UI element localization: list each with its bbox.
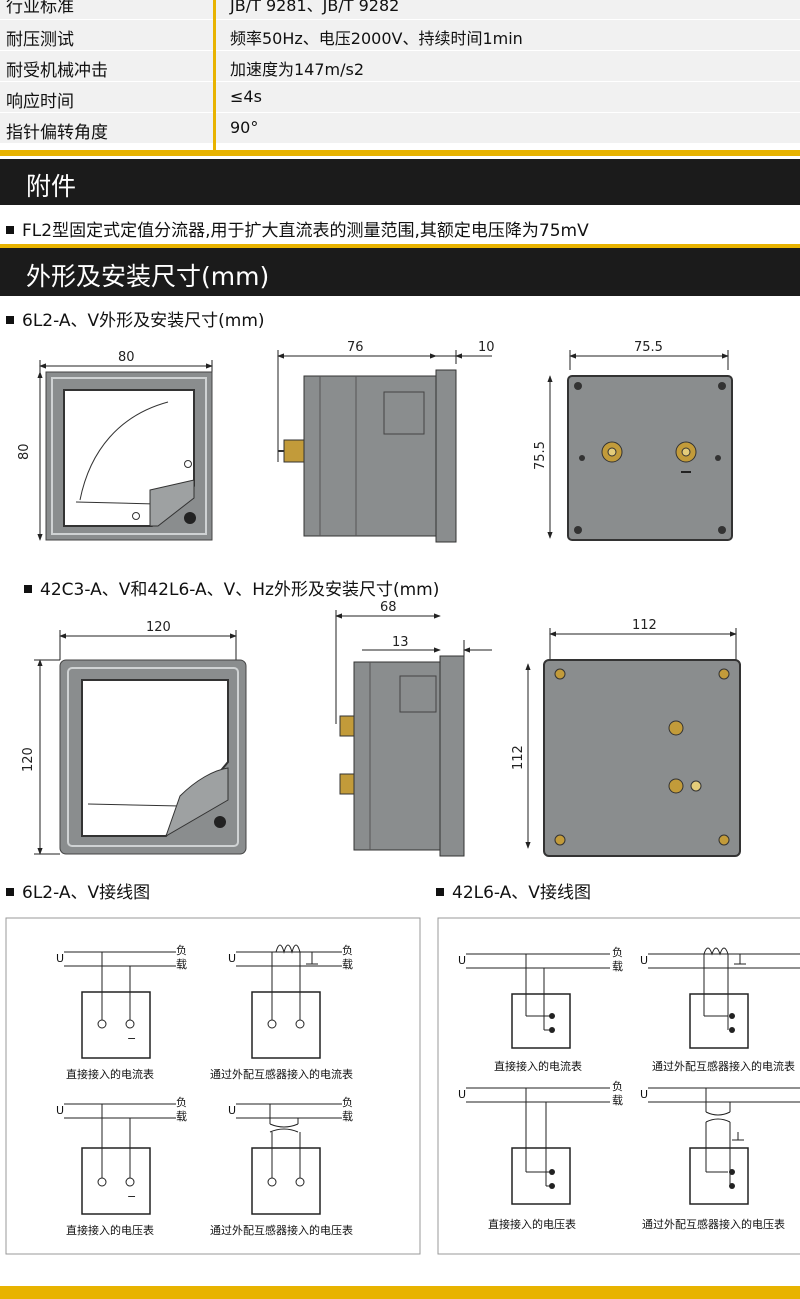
u-label: U (228, 1104, 236, 1117)
u-label: U (640, 1088, 648, 1101)
u-label: U (458, 954, 466, 967)
back-view-large: 112 112 (511, 618, 741, 857)
dim-side-depth: 68 (380, 600, 397, 615)
dimensions-header: 外形及安装尺寸(mm) (0, 248, 800, 296)
front-view-small: 80 80 (17, 350, 213, 541)
section-title: 外形及安装尺寸(mm) (26, 262, 270, 291)
dim-back-w: 75.5 (634, 340, 663, 355)
caption: 直接接入的电流表 (66, 1067, 154, 1081)
spec-value: 90° (230, 118, 259, 137)
spec-value: JB/T 9281、JB/T 9282 (230, 0, 400, 15)
caption: 直接接入的电压表 (488, 1217, 576, 1231)
spec-row: 耐受机械冲击 加速度为147m/s2 (0, 51, 800, 82)
caption: 通过外配互感器接入的电压表 (642, 1217, 785, 1231)
spec-divider (213, 0, 216, 150)
spec-row: 耐压测试 频率50Hz、电压2000V、持续时间1min (0, 20, 800, 51)
spec-value: 加速度为147m/s2 (230, 60, 365, 79)
caption: 直接接入的电压表 (66, 1223, 154, 1237)
u-label: U (228, 952, 236, 965)
wiring-direct-voltage-6l2: U 负 载 − 直接接入的电压表 (56, 1095, 187, 1237)
caption: 通过外配互感器接入的电流表 (652, 1059, 795, 1073)
load-label: 负 (612, 1079, 623, 1093)
group2-label: 42C3-A、V和42L6-A、V、Hz外形及安装尺寸(mm) (24, 575, 439, 600)
wiring-ext-current-42l6: U 通过外配互感器接入的电流表 (640, 947, 800, 1073)
u-label: U (458, 1088, 466, 1101)
load-label: 负 (176, 943, 187, 957)
u-label: U (640, 954, 648, 967)
spec-value: ≤4s (230, 87, 262, 106)
u-label: U (56, 952, 64, 965)
dim-back-h: 112 (511, 745, 526, 770)
accessory-header: 附件 (0, 159, 800, 205)
spec-key: 响应时间 (6, 92, 74, 112)
spec-key: 行业标准 (6, 0, 74, 17)
load-label: 载 (176, 1110, 187, 1123)
gold-rule (0, 244, 800, 248)
load-label: 载 (612, 960, 623, 973)
spec-value: 频率50Hz、电压2000V、持续时间1min (230, 29, 523, 48)
wiring-right-label: 42L6-A、V接线图 (436, 878, 591, 903)
wiring-ext-voltage-6l2: U 负 载 通过外配互感器接入的电压表 (210, 1095, 353, 1237)
back-view-small: 75.5 75.5 (533, 340, 733, 541)
wiring-direct-current-6l2: U 负 载 − 直接接入的电流表 (56, 943, 187, 1081)
wiring-panel-left (5, 917, 421, 1255)
caption: 通过外配互感器接入的电流表 (210, 1067, 353, 1081)
dimension-drawings: 80 80 76 10 75.5 75.5 (17, 340, 741, 857)
load-label: 负 (342, 943, 353, 957)
load-label: 载 (342, 958, 353, 971)
spec-row: 指针偏转角度 90° (0, 113, 800, 144)
spec-key: 耐压测试 (6, 30, 74, 50)
wiring-left-label: 6L2-A、V接线图 (6, 878, 150, 903)
side-view-large: 68 13 (335, 600, 492, 857)
wiring-ext-voltage-42l6: U 通过外配互感器接入的电压表 (640, 1087, 800, 1231)
gold-rule (0, 150, 800, 156)
accessory-note: FL2型固定式定值分流器,用于扩大直流表的测量范围,其额定电压降为75mV (6, 216, 589, 241)
spec-row: 行业标准 JB/T 9281、JB/T 9282 (0, 0, 800, 20)
wiring-direct-current-42l6: U 负 载 直接接入的电流表 (458, 945, 623, 1073)
load-label: 载 (612, 1094, 623, 1107)
dim-front-w: 80 (118, 350, 135, 365)
wiring-direct-voltage-42l6: U 负 载 直接接入的电压表 (458, 1079, 623, 1231)
dim-side-flange: 13 (392, 635, 409, 650)
load-label: 负 (342, 1095, 353, 1109)
spec-table: 行业标准 JB/T 9281、JB/T 9282 耐压测试 频率50Hz、电压2… (0, 0, 800, 150)
section-title: 附件 (26, 172, 77, 201)
load-label: 负 (176, 1095, 187, 1109)
group1-label: 6L2-A、V外形及安装尺寸(mm) (6, 306, 265, 331)
wiring-diagrams: U 负 载 − 直接接入的电流表 U 负 载 通过外配互感器接入的电流表 U 负 (5, 917, 800, 1255)
load-label: 载 (342, 1110, 353, 1123)
load-label: 载 (176, 958, 187, 971)
caption: 通过外配互感器接入的电压表 (210, 1223, 353, 1237)
dim-front-h: 120 (21, 747, 36, 772)
side-view-small: 76 10 (277, 340, 495, 543)
load-label: 负 (612, 945, 623, 959)
wiring-ext-current-6l2: U 负 载 通过外配互感器接入的电流表 (210, 943, 353, 1081)
spec-row: 响应时间 ≤4s (0, 82, 800, 113)
dim-side-flange: 10 (478, 340, 495, 355)
dim-front-w: 120 (146, 620, 171, 635)
minus-sign: − (127, 1032, 136, 1045)
footer-bar (0, 1286, 800, 1299)
dim-back-w: 112 (632, 618, 657, 633)
dim-back-h: 75.5 (533, 441, 548, 470)
u-label: U (56, 1104, 64, 1117)
spec-key: 指针偏转角度 (6, 123, 108, 143)
spec-key: 耐受机械冲击 (6, 61, 108, 81)
caption: 直接接入的电流表 (494, 1059, 582, 1073)
dim-front-h: 80 (17, 443, 32, 460)
minus-sign: − (127, 1190, 136, 1203)
dim-side-depth: 76 (347, 340, 364, 355)
front-view-large: 120 120 (21, 620, 247, 855)
